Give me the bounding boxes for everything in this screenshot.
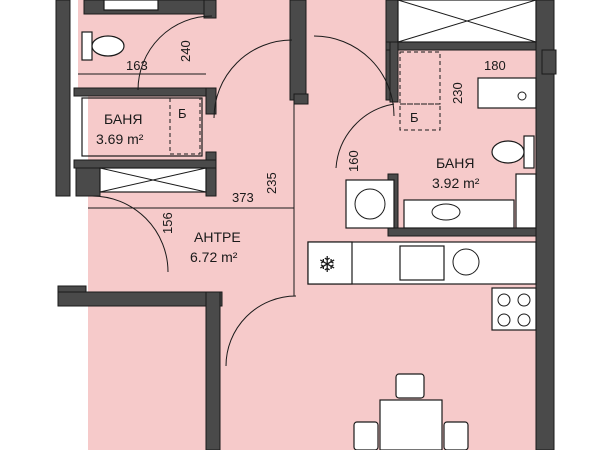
- burner-1: [497, 293, 511, 307]
- shower-right-lower: [399, 103, 441, 131]
- washing-machine-drum: [354, 188, 386, 220]
- doors: [91, 35, 395, 367]
- wall-bath-left-top: [73, 87, 215, 97]
- shower-tray-right: [477, 77, 537, 109]
- room-name-bath-right: БАНЯ: [436, 155, 474, 171]
- dim-235: 235: [264, 172, 279, 194]
- wall-left-bottom-v: [205, 291, 221, 450]
- wall-bath-right-top: [385, 41, 539, 51]
- wall-center-col: [289, 0, 307, 101]
- dim-163: 163: [126, 58, 148, 73]
- door-swing-bath-left: [225, 295, 297, 367]
- toilet-right-bowl: [491, 140, 525, 164]
- kitchen: ❄: [307, 241, 537, 331]
- chair-top: [395, 373, 425, 399]
- dim-180: 180: [484, 58, 506, 73]
- door-swing-top-left: [137, 15, 213, 91]
- entrance: АНТРЕ 6.72 m² 373 235 160 156: [88, 104, 361, 296]
- shower-right-outline: [399, 51, 441, 105]
- wall-bath-right-bottom: [387, 227, 539, 237]
- toilet-right-tank: [523, 135, 535, 169]
- room-area-bath-right: 3.92 m²: [432, 175, 480, 191]
- door-swing-front: [91, 195, 169, 273]
- top-area: [103, 0, 537, 91]
- dim-240: 240: [178, 40, 193, 62]
- dim-230: 230: [450, 82, 465, 104]
- door-swing-entrance: [213, 39, 293, 119]
- door-swing-center-right: [313, 35, 395, 117]
- toilet-left-tank: [81, 31, 93, 61]
- stove: [491, 287, 537, 331]
- sink-right: [403, 199, 515, 229]
- shower-left: [81, 97, 203, 157]
- sink-top-left: [103, 0, 159, 11]
- room-area-bath-left: 3.69 m²: [96, 131, 144, 147]
- dining-set: [353, 373, 469, 450]
- room-name-entrance: АНТРЕ: [194, 229, 241, 245]
- dim-156: 156: [160, 212, 175, 234]
- burner-2: [517, 293, 531, 307]
- wall-bath-left-bottom: [73, 159, 217, 169]
- bath-right: Б 180 230 БАНЯ 3.92 m²: [335, 51, 537, 229]
- door-swing-bath-right: [335, 103, 395, 169]
- toilet-left-bowl: [91, 35, 125, 57]
- wall-center-col-b: [293, 93, 309, 105]
- fridge: [307, 241, 353, 285]
- wall-right-window: [541, 49, 557, 75]
- wardrobe-left: [99, 167, 207, 193]
- room-area-entrance: 6.72 m²: [190, 249, 238, 265]
- wardrobe-cross-b: [397, 0, 537, 43]
- sink-right-basin: [431, 203, 461, 221]
- dim-373: 373: [232, 190, 254, 205]
- bath-left: Б БАНЯ 3.69 m² 163 240: [78, 31, 206, 157]
- washing-machine: [345, 179, 395, 229]
- dim-160: 160: [346, 150, 361, 172]
- wardrobe-left-cross-b: [99, 167, 207, 193]
- dining-table: [379, 399, 443, 450]
- wall-top-left-v: [203, 0, 217, 19]
- snowflake-icon: ❄: [318, 252, 336, 277]
- kitchen-sink: [399, 245, 445, 281]
- shower-mark-2: Б: [410, 110, 419, 125]
- chair-left: [353, 421, 379, 450]
- wall-bath-left-right-low: [205, 151, 217, 197]
- burner-4: [517, 313, 531, 327]
- wall-left-bottom-h: [57, 291, 223, 307]
- wall-bath-right-left: [389, 41, 399, 103]
- wall-outer-left: [55, 0, 71, 197]
- dishwasher-circle: [452, 248, 480, 276]
- burner-3: [497, 313, 511, 327]
- cabinet-right: [515, 173, 537, 229]
- shower-left-outline: [169, 97, 201, 155]
- shower-drain-right: [517, 91, 527, 101]
- room-name-bath-left: БАНЯ: [104, 111, 142, 127]
- shower-mark-1: Б: [178, 106, 187, 121]
- chair-right: [443, 421, 469, 450]
